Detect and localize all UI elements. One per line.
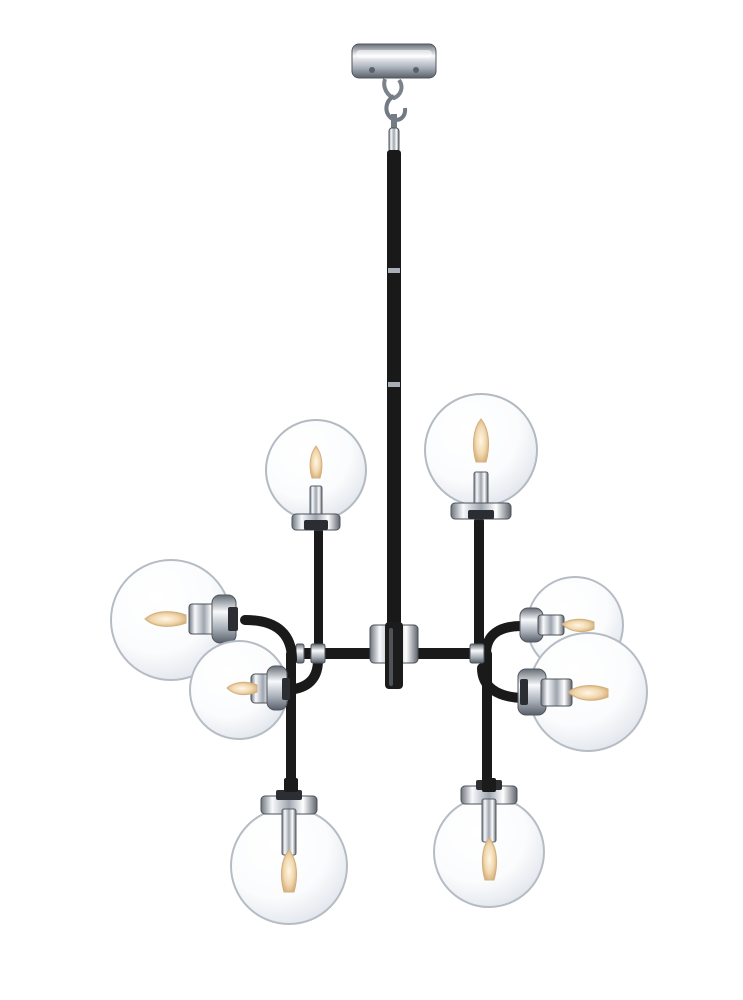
hanging-loop [382,78,408,153]
upper-left-globe [265,419,367,531]
joint-hardware [284,643,496,792]
right-frame-arm [474,518,527,792]
ceiling-canopy [351,43,437,79]
left-outer-globe [110,559,238,681]
upper-right-globe [424,393,538,520]
left-inner-globe [189,640,290,740]
center-hub [369,622,419,689]
bottom-right-globe [433,780,545,908]
bottom-left-globe [230,790,348,925]
right-outer-lower-globe [517,632,648,752]
center-stem [387,150,401,625]
